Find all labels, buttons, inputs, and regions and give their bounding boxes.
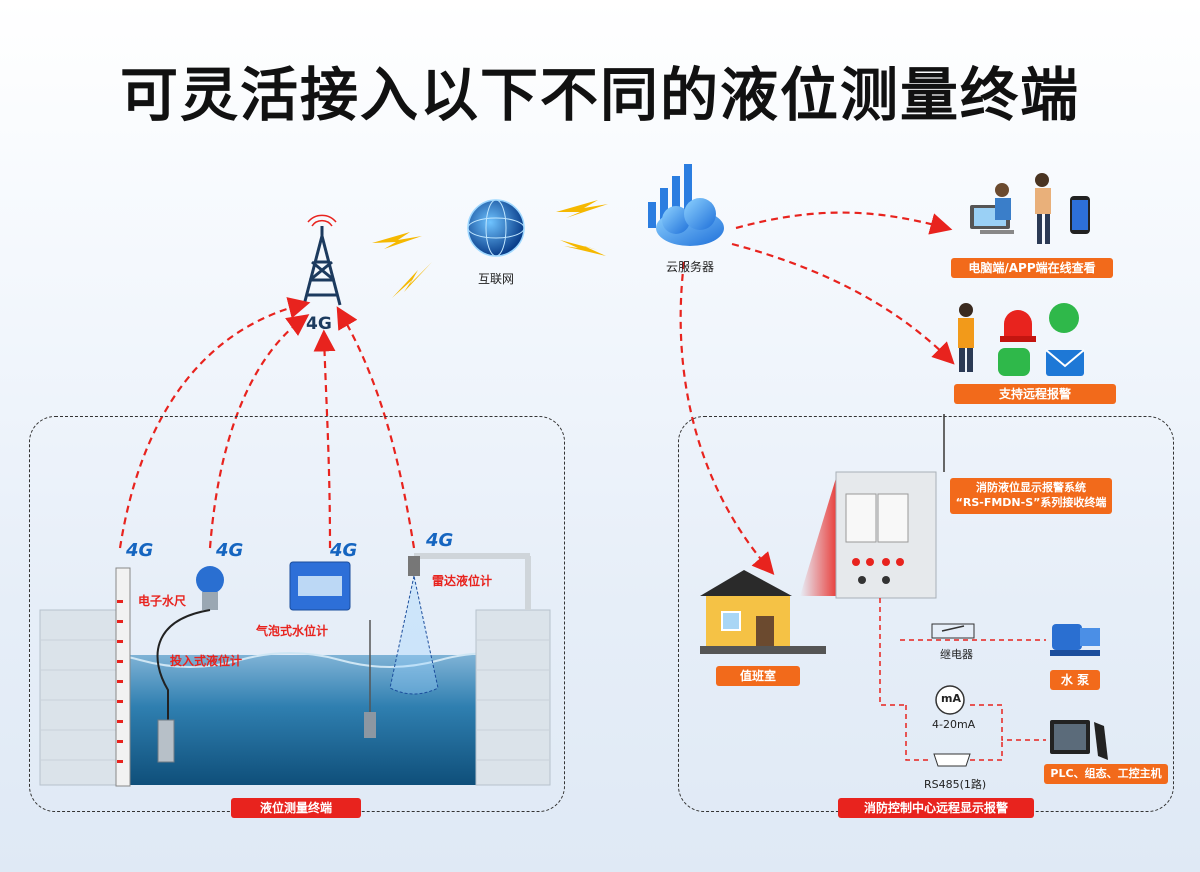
sensor-3-label: 气泡式水位计 [256, 624, 329, 638]
pc-app-users-icon [970, 173, 1090, 244]
sensor-1-label: 电子水尺 [138, 594, 187, 608]
submersible-level-sensor [156, 566, 224, 763]
control-cabinet [835, 414, 945, 599]
right-panel [678, 416, 1174, 812]
system-name-tag: 消防液位显示报警系统 “RS-FMDN-S”系列接收终端 [950, 478, 1112, 514]
sensor-3-signal: 4G [330, 540, 358, 561]
left-panel-caption: 液位测量终端 [231, 798, 361, 818]
radar-level-meter [389, 553, 531, 695]
cloud-server-icon [648, 164, 724, 246]
water-pump-icon [1050, 624, 1100, 656]
milliamp-meter-icon [935, 685, 965, 715]
electronic-water-gauge [115, 567, 131, 787]
pump-tag: 水 泵 [1050, 670, 1100, 690]
sensor-4-label: 雷达液位计 [432, 574, 493, 588]
sensor-2-label: 投入式液位计 [170, 654, 243, 668]
system-name-line2: “RS-FMDN-S”系列接收终端 [955, 496, 1107, 509]
relay-icon [931, 623, 975, 639]
tower-icon [302, 214, 342, 306]
plc-tag: PLC、组态、工控主机 [1044, 764, 1168, 784]
plc-monitor-icon [1050, 720, 1108, 760]
duty-room-tag: 值班室 [716, 666, 800, 686]
duty-room-house [700, 570, 826, 654]
page-title: 可灵活接入以下不同的液位测量终端 [119, 61, 1080, 129]
sensor-2-signal: 4G [216, 540, 244, 561]
rs485-connector-icon [933, 753, 971, 767]
left-panel [29, 416, 565, 812]
sensor-1-signal: 4G [126, 540, 154, 561]
sensor-4-signal: 4G [426, 530, 454, 551]
remote-alarm-tag: 支持远程报警 [954, 384, 1116, 404]
bubble-level-meter [289, 561, 376, 738]
relay-label: 继电器 [940, 648, 973, 661]
tower-4g-label: 4G [306, 314, 332, 334]
right-panel-caption: 消防控制中心远程显示报警 [838, 798, 1034, 818]
lightning-icon [372, 200, 608, 298]
cloud-server-label: 云服务器 [665, 260, 714, 274]
alarm-icons [958, 303, 1085, 376]
system-name-line1: 消防液位显示报警系统 [976, 481, 1086, 494]
globe-icon [467, 199, 525, 257]
signal-beam [800, 478, 836, 596]
current-icon-text: mA [941, 692, 961, 705]
pc-app-view-tag: 电脑端/APP端在线查看 [951, 258, 1113, 278]
internet-label: 互联网 [477, 272, 514, 286]
rs485-label: RS485(1路) [924, 778, 987, 791]
current-label: 4-20mA [932, 718, 976, 731]
